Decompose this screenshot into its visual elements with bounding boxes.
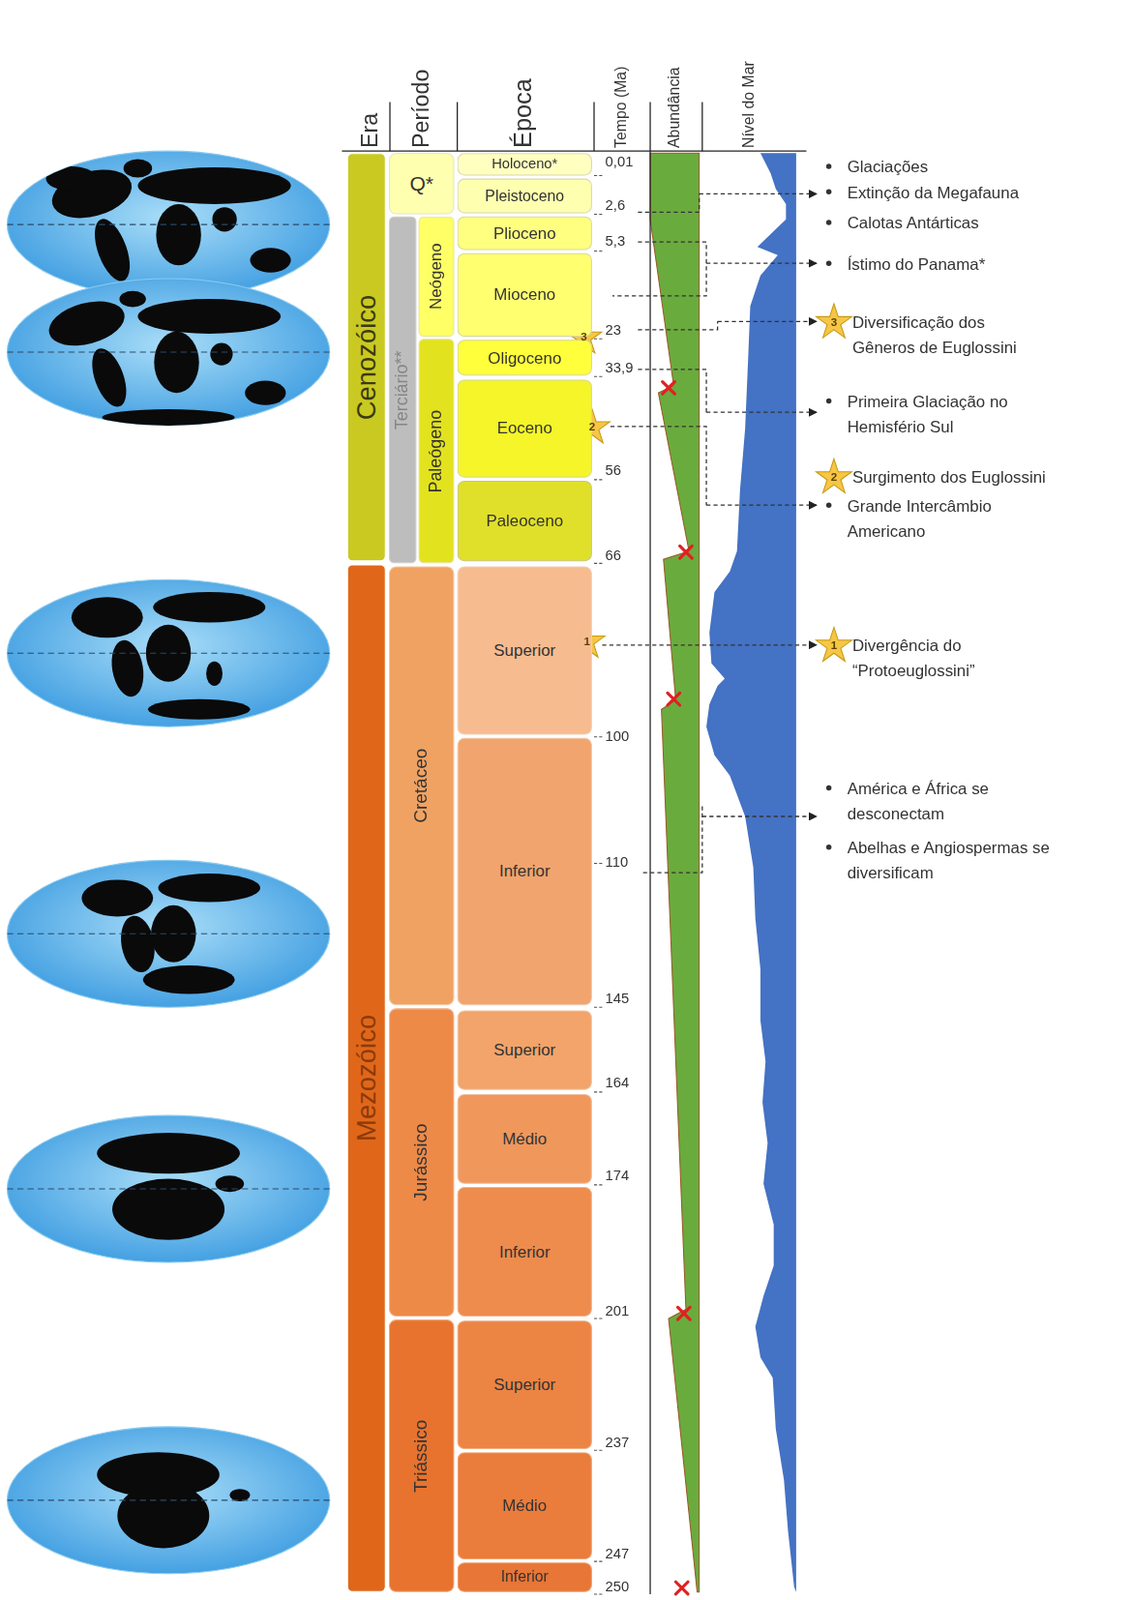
epoch-box: Mioceno — [457, 253, 593, 338]
callout-number: 1 — [823, 638, 844, 653]
callout-number: 2 — [823, 470, 844, 484]
event-note: Glaciações — [847, 153, 929, 179]
event-note: Primeira Glaciação no Hemisfério Sul — [847, 388, 1037, 441]
bullets — [826, 163, 832, 850]
epoch-box: Q* — [388, 152, 455, 214]
epoch-box: Holoceno* — [457, 152, 593, 176]
column-header: Época — [510, 78, 536, 149]
band-label: Jurássico — [411, 1124, 432, 1202]
period-band: Jurássico — [388, 1008, 455, 1317]
epoch-box: Superior — [457, 1010, 593, 1090]
time-value: 237 — [605, 1433, 630, 1451]
epoch-box: Plioceno — [457, 216, 593, 251]
period-band: Cenozóico — [347, 152, 387, 562]
band-label: Inferior — [499, 1243, 551, 1262]
band-label: Superior — [493, 641, 556, 660]
event-note: Ístimo do Panama* — [847, 251, 986, 277]
leader-lines — [601, 193, 817, 873]
band-label: Médio — [502, 1496, 547, 1516]
time-value: 247 — [605, 1545, 630, 1562]
epoch-box: Superior — [457, 1320, 593, 1450]
epoch-box: Inferior — [457, 738, 593, 1006]
band-label: Paleoceno — [485, 511, 564, 531]
period-band: Paleógeno — [418, 338, 455, 564]
band-label: Plioceno — [493, 224, 557, 243]
band-label: Neógeno — [427, 243, 447, 311]
callout-number: 2 — [581, 420, 602, 435]
band-label: Oligoceno — [487, 348, 562, 367]
event-note: Surgimento dos Euglossini — [852, 464, 1046, 490]
band-label: Q* — [409, 172, 434, 195]
event-note: Abelhas e Angiospermas se diversificam — [847, 834, 1088, 887]
time-ticks — [594, 175, 605, 1594]
event-note: Divergência do “Protoeuglossini” — [852, 632, 1042, 685]
column-header: Era — [358, 113, 382, 149]
epoch-box: Inferior — [457, 1187, 593, 1317]
band-label: Triássico — [411, 1419, 432, 1492]
band-label: Inferior — [499, 863, 551, 882]
epoch-box: Médio — [457, 1094, 593, 1185]
time-value: 110 — [605, 853, 629, 870]
band-label: Cretáceo — [411, 748, 432, 824]
star-symbols — [566, 303, 852, 662]
time-value: 33,9 — [605, 358, 634, 376]
event-note: Grande Intercâmbio Americano — [847, 493, 1037, 545]
table-rules — [341, 101, 806, 1594]
band-label: Mioceno — [493, 286, 556, 305]
extinction-marks — [662, 382, 693, 1595]
band-label: Pleistoceno — [484, 187, 565, 205]
column-header: Nível do Mar — [740, 60, 756, 149]
time-value: 56 — [605, 461, 622, 478]
time-value: 250 — [605, 1578, 630, 1595]
band-label: Eoceno — [497, 419, 553, 439]
epoch-box: Superior — [457, 566, 593, 736]
time-value: 23 — [605, 321, 622, 338]
time-value: 2,6 — [605, 197, 626, 214]
band-label: Inferior — [501, 1569, 549, 1586]
callout-number: 3 — [823, 315, 844, 329]
period-band: Neógeno — [418, 216, 455, 337]
epoch-box: Eoceno — [457, 379, 593, 477]
band-label: Cenozóico — [352, 294, 382, 420]
time-value: 145 — [605, 989, 630, 1007]
callout-number: 1 — [576, 634, 597, 649]
epoch-box: Pleistoceno — [457, 178, 593, 214]
event-note: Diversificação dos Gêneros de Euglossini — [852, 309, 1035, 361]
time-value: 201 — [605, 1302, 630, 1319]
time-value: 174 — [605, 1166, 630, 1184]
period-band: Triássico — [388, 1319, 455, 1593]
column-header: Abundância — [665, 66, 682, 149]
callout-number: 3 — [573, 330, 595, 345]
event-note: Extinção da Megafauna — [847, 179, 1019, 206]
period-band: Cretáceo — [388, 566, 455, 1007]
time-value: 100 — [605, 727, 630, 745]
epoch-box: Inferior — [457, 1562, 593, 1593]
band-label: Mezozóico — [352, 1014, 382, 1142]
paleo-globes — [6, 150, 329, 1575]
period-band: Terciário** — [388, 216, 417, 565]
band-label: Paleógeno — [426, 409, 447, 493]
time-value: 66 — [605, 546, 622, 564]
event-note: América e África se desconectam — [847, 775, 1057, 828]
epoch-box: Paleoceno — [457, 480, 593, 562]
time-value: 5,3 — [605, 233, 626, 250]
band-label: Superior — [493, 1041, 556, 1060]
band-label: Superior — [493, 1375, 556, 1395]
epoch-box: Oligoceno — [457, 339, 593, 376]
time-value: 0,01 — [605, 152, 634, 170]
time-value: 164 — [605, 1073, 630, 1091]
epoch-box: Médio — [457, 1452, 593, 1560]
band-label: Terciário** — [392, 350, 413, 430]
event-note: Calotas Antárticas — [847, 209, 980, 236]
band-label: Médio — [502, 1130, 547, 1149]
band-label: Holoceno* — [491, 156, 558, 173]
period-band: Mezozóico — [347, 564, 387, 1592]
sea-level-area — [706, 152, 797, 1593]
column-header: Período — [410, 69, 433, 149]
column-header: Tempo (Ma) — [612, 66, 628, 149]
